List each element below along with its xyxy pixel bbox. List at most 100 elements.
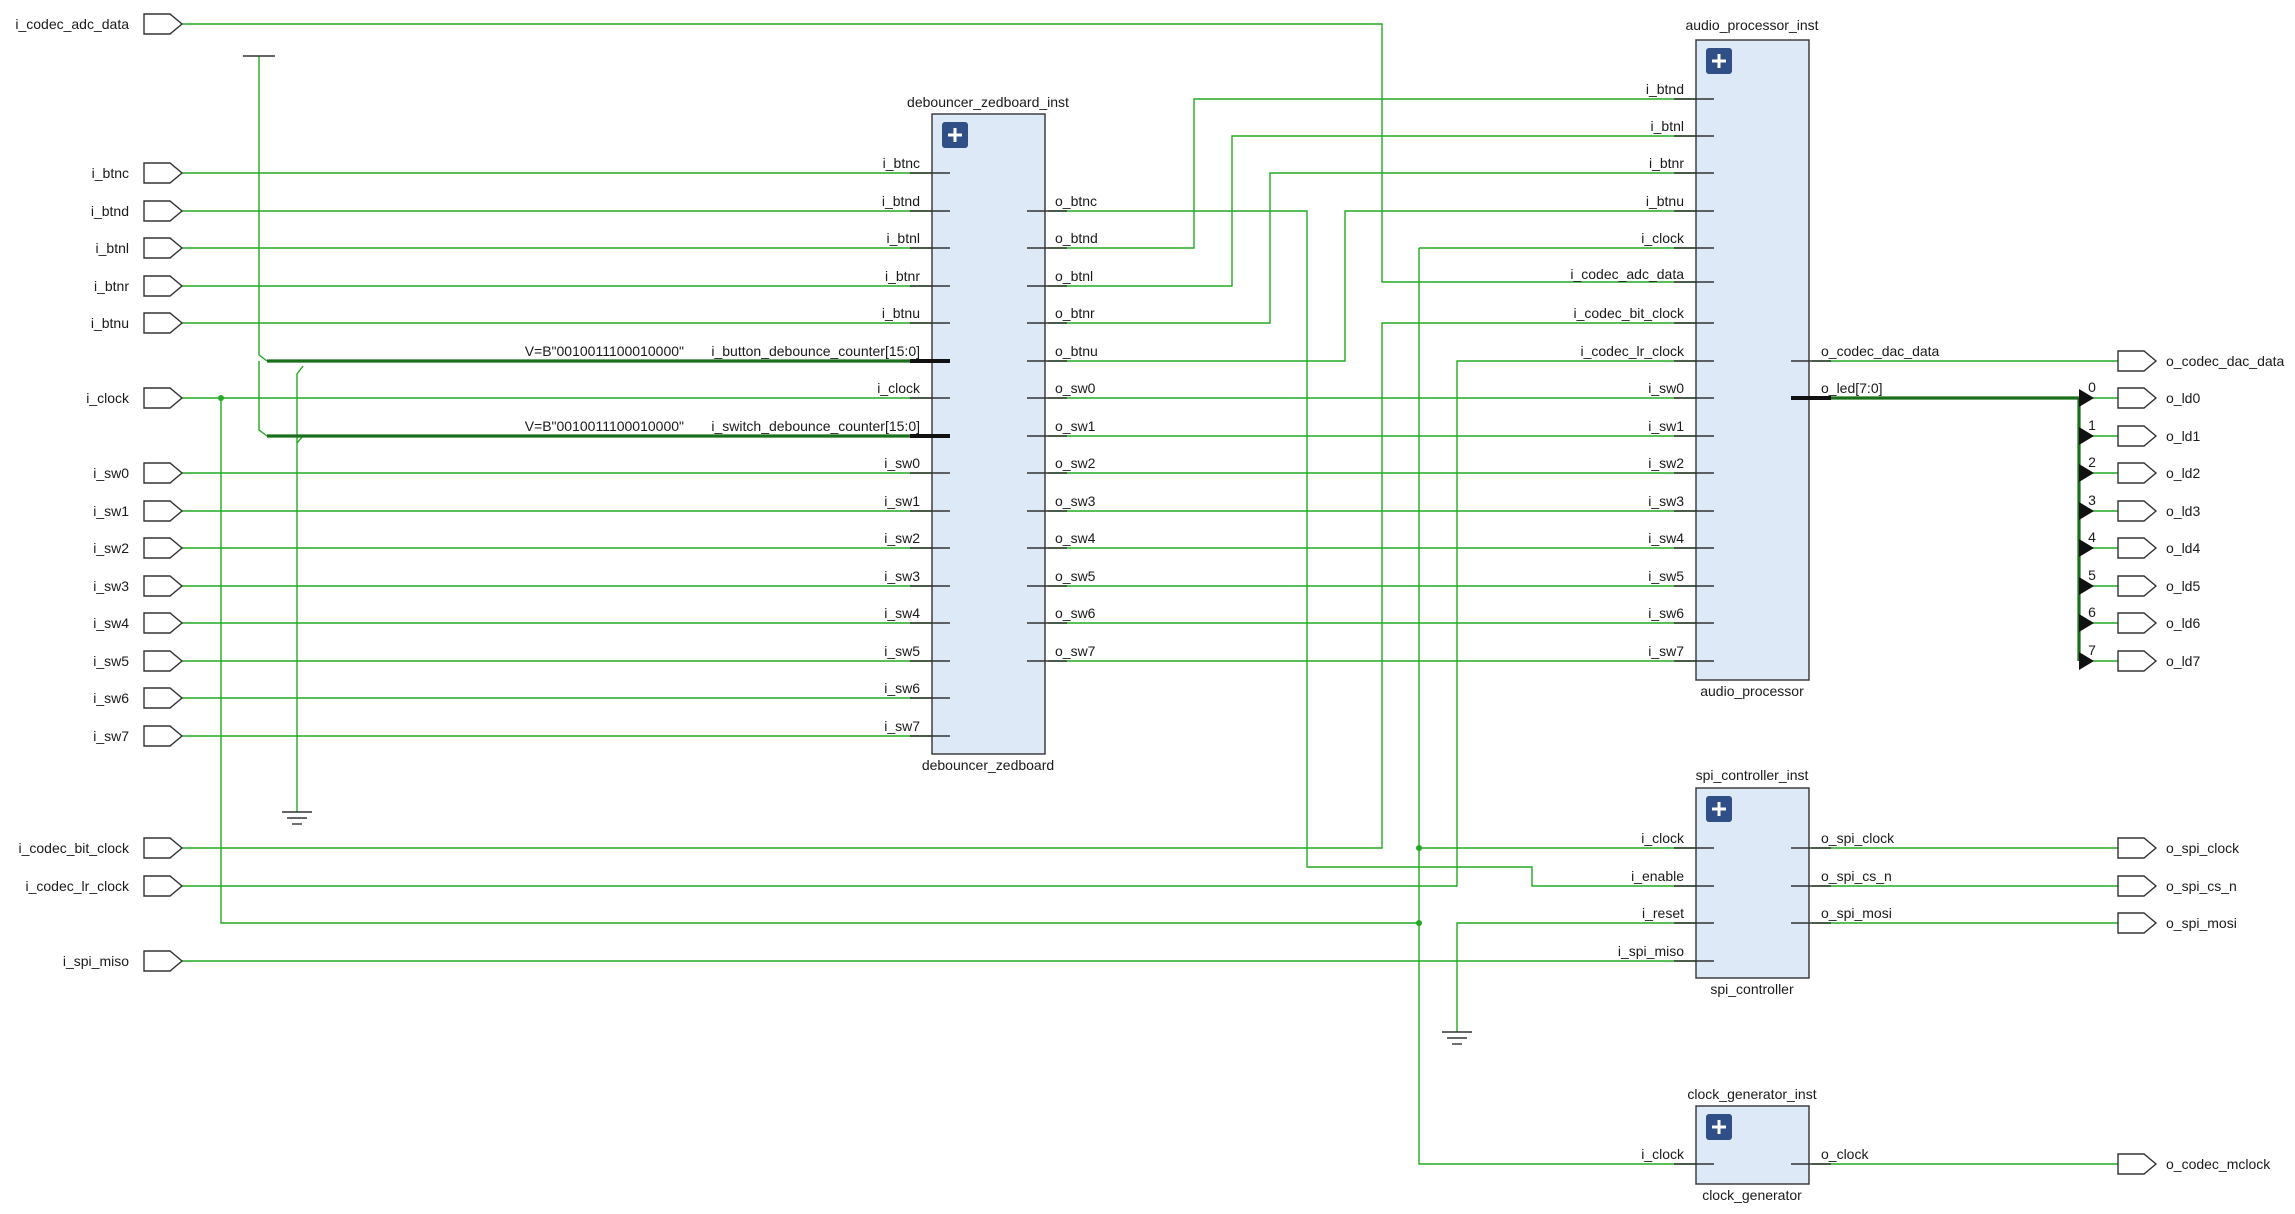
port-i-sw7[interactable]: i_sw7 [93, 725, 184, 747]
port-i-btnu[interactable]: i_btnu [91, 312, 184, 334]
net-o-btnu[interactable] [1048, 210, 1714, 362]
port-i-codec-bit-clock[interactable]: i_codec_bit_clock [18, 837, 184, 859]
instance-name: debouncer_zedboard_inst [907, 94, 1069, 110]
port-o-codec-mclock[interactable]: o_codec_mclock [2117, 1153, 2271, 1175]
net-o-btnc-enable[interactable] [1048, 210, 1714, 887]
pin-label: o_sw4 [1055, 530, 1096, 546]
pin-label: i_reset [1642, 905, 1684, 921]
bit-label: 7 [2088, 642, 2096, 658]
pin-label: o_btnd [1055, 230, 1098, 246]
pin-label: i_sw1 [884, 493, 920, 509]
pentagon-port-icon [2117, 912, 2158, 934]
net-clock-trunk[interactable] [1418, 248, 1714, 1165]
pin-label: i_btnl [1651, 118, 1684, 134]
pin-label: o_spi_mosi [1821, 905, 1892, 921]
net-o-btnl[interactable] [1048, 135, 1714, 287]
block-debouncer[interactable]: debouncer_zedboard_inst debouncer_zedboa… [525, 94, 1098, 773]
port-i-sw3[interactable]: i_sw3 [93, 575, 184, 597]
plus-icon[interactable] [942, 122, 968, 148]
port-o-spi-mosi[interactable]: o_spi_mosi [2117, 912, 2237, 934]
pin-label: o_led[7:0] [1821, 380, 1883, 396]
port-i-btnl[interactable]: i_btnl [96, 237, 184, 259]
port-label: i_sw6 [93, 690, 129, 706]
port-i-codec-lr-clock[interactable]: i_codec_lr_clock [26, 875, 184, 897]
block-audio-processor[interactable]: audio_processor_inst audio_processor i_b… [1570, 17, 1939, 699]
power-symbols [243, 55, 1472, 1045]
port-o-ld5[interactable]: o_ld5 [2117, 575, 2200, 597]
port-i-sw0[interactable]: i_sw0 [93, 462, 184, 484]
port-i-btnc[interactable]: i_btnc [92, 162, 184, 184]
port-i-codec-adc-data[interactable]: i_codec_adc_data [15, 13, 184, 35]
block-body[interactable] [931, 113, 1046, 755]
net-vcc[interactable] [258, 56, 268, 362]
instance-name: clock_generator_inst [1687, 1086, 1816, 1102]
pin-label: i_sw5 [1648, 568, 1684, 584]
pentagon-port-icon [143, 462, 184, 484]
port-o-ld7[interactable]: o_ld7 [2117, 650, 2200, 672]
net-clock-down[interactable] [220, 398, 1419, 924]
port-i-btnd[interactable]: i_btnd [91, 200, 184, 222]
port-i-sw4[interactable]: i_sw4 [93, 612, 184, 634]
pin-label: o_btnc [1055, 193, 1097, 209]
port-i-sw6[interactable]: i_sw6 [93, 687, 184, 709]
pentagon-port-icon [143, 162, 184, 184]
port-i-btnr[interactable]: i_btnr [94, 275, 184, 297]
pin-label: i_clock [1641, 830, 1685, 846]
pentagon-port-icon [143, 13, 184, 35]
block-spi-controller[interactable]: spi_controller_inst spi_controller i_clo… [1618, 767, 1895, 997]
bit-label: 5 [2088, 567, 2096, 583]
port-label: i_sw2 [93, 540, 129, 556]
port-o-codec-dac-data[interactable]: o_codec_dac_data [2117, 350, 2285, 372]
port-o-ld4[interactable]: o_ld4 [2117, 537, 2200, 559]
plus-icon[interactable] [1706, 48, 1732, 74]
pentagon-port-icon [2117, 462, 2158, 484]
pin-label: o_sw6 [1055, 605, 1096, 621]
pin-label: i_button_debounce_counter[15:0] [711, 343, 920, 359]
plus-icon[interactable] [1706, 796, 1732, 822]
port-o-ld1[interactable]: o_ld1 [2117, 425, 2200, 447]
plus-icon[interactable] [1706, 1114, 1732, 1140]
bit-label: 4 [2088, 529, 2096, 545]
port-label: o_ld7 [2166, 653, 2200, 669]
net-o-btnd[interactable] [1048, 98, 1714, 249]
net-gnd[interactable] [296, 365, 304, 812]
port-o-spi-cs-n[interactable]: o_spi_cs_n [2117, 875, 2237, 897]
port-o-ld3[interactable]: o_ld3 [2117, 500, 2200, 522]
pentagon-port-icon [2117, 650, 2158, 672]
port-o-ld6[interactable]: o_ld6 [2117, 612, 2200, 634]
pentagon-port-icon [2117, 1153, 2158, 1175]
ground-icon [1442, 1031, 1472, 1045]
ground-icon [282, 811, 312, 825]
block-clock-generator[interactable]: clock_generator_inst clock_generator i_c… [1641, 1086, 1869, 1203]
module-name: debouncer_zedboard [922, 757, 1054, 773]
pin-label: i_clock [877, 380, 921, 396]
port-i-sw2[interactable]: i_sw2 [93, 537, 184, 559]
pentagon-port-icon [143, 612, 184, 634]
port-o-spi-clock[interactable]: o_spi_clock [2117, 837, 2240, 859]
port-label: i_sw4 [93, 615, 129, 631]
net-vcc-2[interactable] [258, 361, 268, 437]
port-i-sw1[interactable]: i_sw1 [93, 500, 184, 522]
port-i-sw5[interactable]: i_sw5 [93, 650, 184, 672]
port-label: o_codec_mclock [2166, 1156, 2271, 1172]
net-o-btnr[interactable] [1048, 172, 1714, 324]
pentagon-port-icon [2117, 387, 2158, 409]
triangle-tap-icon [2079, 427, 2094, 445]
bit-label: 2 [2088, 454, 2096, 470]
port-i-clock[interactable]: i_clock [86, 387, 184, 409]
block-body[interactable] [1695, 39, 1810, 681]
port-label: o_codec_dac_data [2166, 353, 2285, 369]
triangle-tap-icon [2079, 652, 2094, 670]
pentagon-port-icon [2117, 875, 2158, 897]
port-label: i_spi_miso [63, 953, 129, 969]
net-reset-spi[interactable] [1456, 922, 1714, 1032]
port-o-ld0[interactable]: o_ld0 [2117, 387, 2200, 409]
port-label: i_codec_lr_clock [26, 878, 130, 894]
port-o-ld2[interactable]: o_ld2 [2117, 462, 2200, 484]
bit-label: 0 [2088, 379, 2096, 395]
port-i-spi-miso[interactable]: i_spi_miso [63, 950, 184, 972]
pentagon-port-icon [2117, 612, 2158, 634]
bus-led[interactable] [1795, 396, 2081, 661]
net-codec-adc-data[interactable] [182, 23, 1714, 283]
pin-label: i_sw2 [884, 530, 920, 546]
